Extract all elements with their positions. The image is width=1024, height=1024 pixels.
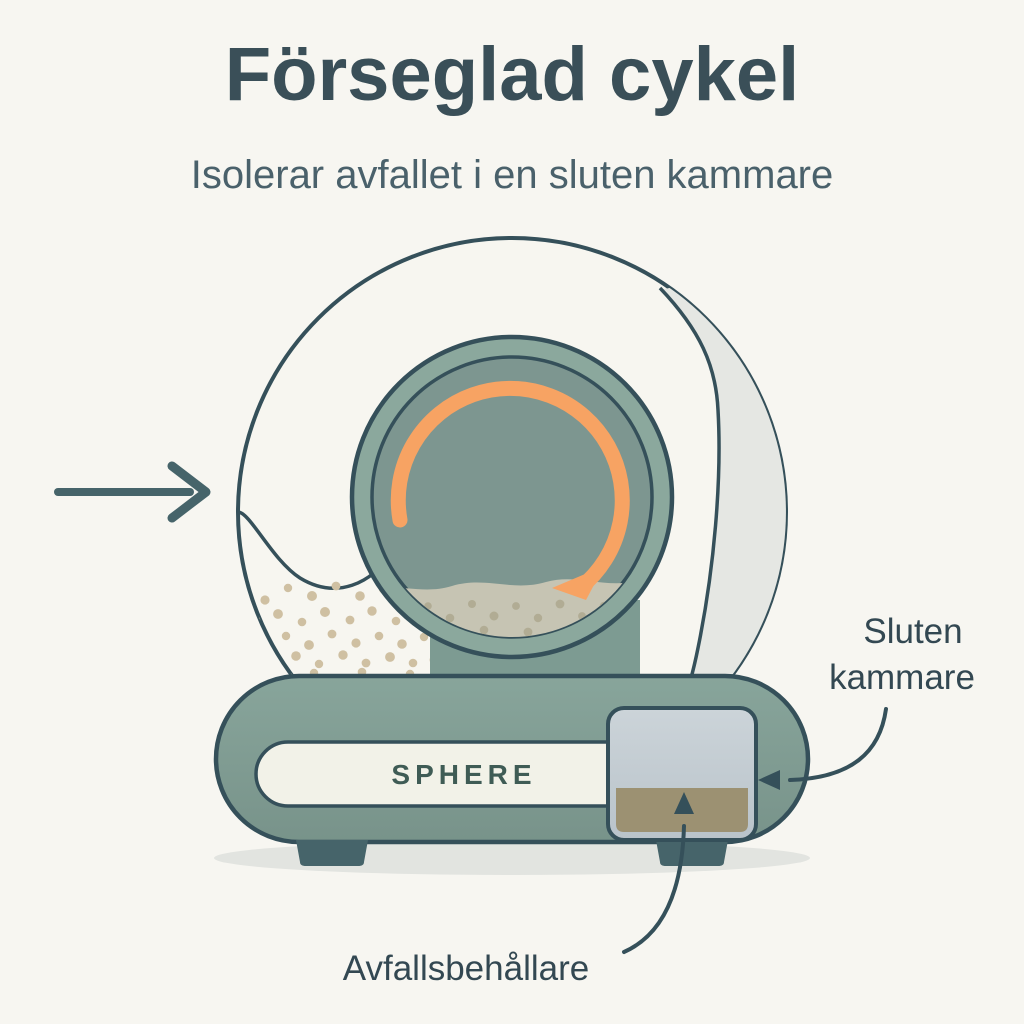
waste-drawer[interactable] [606,706,758,842]
annotation-sealed-chamber: Sluten kammare [758,612,975,790]
annotation-sealed-chamber-line1: Sluten [863,612,962,651]
annotation-sealed-chamber-line2: kammare [829,658,975,697]
leader-line-sealed-chamber [788,707,888,782]
page-subtitle: Isolerar avfallet i en sluten kammare [191,153,834,197]
rotating-drum [349,334,675,660]
base-foot-left [296,840,368,866]
base-foot-right [656,840,728,866]
page-title: Förseglad cykel [225,32,800,117]
annotation-waste-container-line1: Avfallsbehållare [343,949,589,988]
inlet-flow-arrow [54,461,211,523]
rotation-cycle-arrow [390,380,630,600]
annotation-waste-container: Avfallsbehållare [343,792,694,988]
brand-label: SPHERE [391,759,536,790]
leader-line-waste-container [622,824,686,954]
waste-bed [372,577,652,637]
